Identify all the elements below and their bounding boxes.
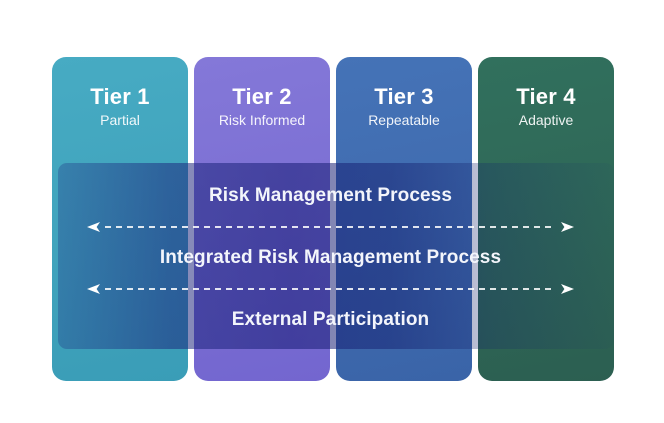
tier-2-subtitle: Risk Informed bbox=[218, 112, 306, 128]
overlay-band: Risk Management Process Integrated Risk … bbox=[58, 163, 614, 349]
band-label-risk-management-process: Risk Management Process bbox=[208, 185, 453, 206]
dashed-line bbox=[105, 288, 556, 290]
tier-4-subtitle: Adaptive bbox=[518, 112, 574, 128]
band-label-external-participation: External Participation bbox=[231, 309, 430, 330]
arrowhead-right-icon bbox=[561, 222, 574, 232]
arrowhead-left-icon bbox=[87, 284, 100, 294]
tier-4-title: Tier 4 bbox=[516, 84, 576, 109]
tier-3-title: Tier 3 bbox=[374, 84, 434, 109]
arrowhead-left-icon bbox=[87, 222, 100, 232]
dashed-line bbox=[105, 226, 556, 228]
band-label-integrated-risk-management-process: Integrated Risk Management Process bbox=[159, 247, 502, 268]
double-headed-arrow-2 bbox=[87, 284, 574, 295]
tier-1-subtitle: Partial bbox=[100, 112, 140, 128]
tier-3-subtitle: Repeatable bbox=[368, 112, 440, 128]
double-headed-arrow-1 bbox=[87, 222, 574, 233]
tier-1-title: Tier 1 bbox=[90, 84, 150, 109]
arrowhead-right-icon bbox=[561, 284, 574, 294]
tier-2-title: Tier 2 bbox=[232, 84, 292, 109]
